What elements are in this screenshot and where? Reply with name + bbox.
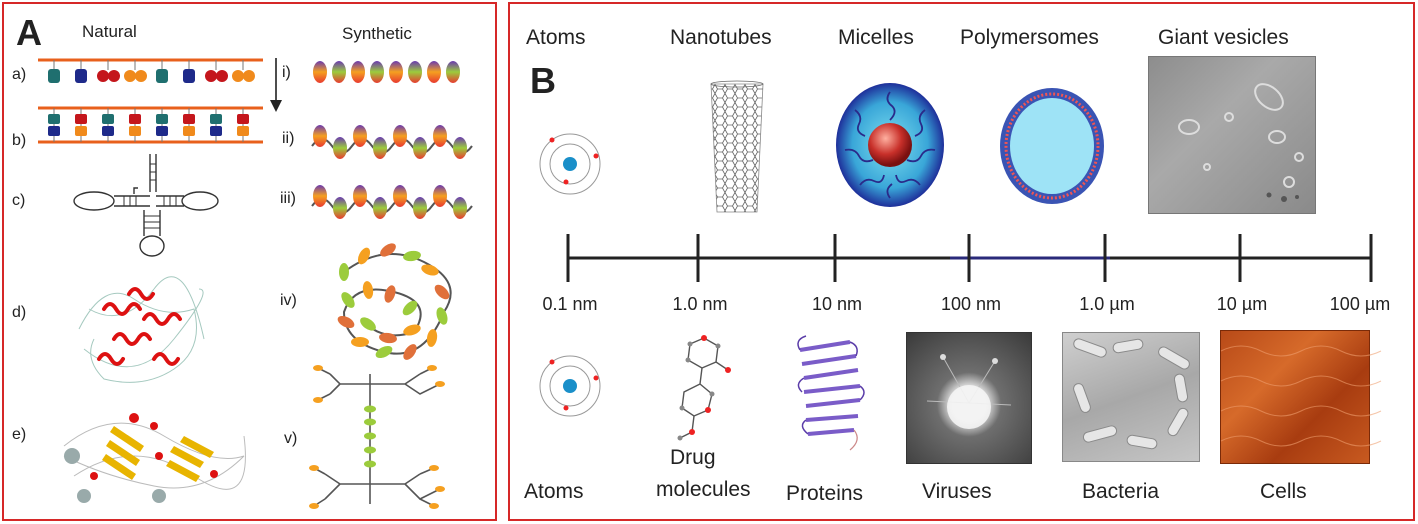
natural-strand-a [38,58,263,83]
scale-tick-100um: 100 µm [1329,294,1391,314]
natural-strand-b [38,106,263,144]
synthetic-row-label-i: i) [282,64,291,81]
top-label-micelles: Micelles [838,26,914,49]
scale-tick-10nm: 10 nm [811,294,863,314]
panel-b-label: B [530,60,556,101]
bottom-label-drug: Drug [670,446,716,469]
atom-icon-top [539,133,601,195]
nanotube-icon [710,80,764,213]
natural-row-label-a: a) [12,66,27,83]
synthetic-row-label-v: v) [284,430,298,447]
synthetic-row-label-iv: iv) [280,292,297,309]
bacteria-image [1062,332,1200,462]
bottom-label-viruses: Viruses [922,480,992,503]
scale-tick-0-1nm: 0.1 nm [542,294,598,314]
scale-tick-10um: 10 µm [1216,294,1268,314]
panel-a-label: A [16,12,42,53]
atom-icon-bottom [539,355,601,417]
virus-image [906,332,1032,464]
scale-tick-1nm: 1.0 nm [672,294,728,314]
top-label-polymersomes: Polymersomes [960,26,1099,49]
scale-tick-100nm: 100 nm [940,294,1002,314]
drug-molecule-icon [677,335,731,441]
scale-tick-1um: 1.0 µm [1079,294,1135,314]
micelle-icon [836,83,944,207]
natural-row-label-d: d) [12,304,27,321]
polymersome-icon [1000,88,1104,204]
panel-a: A Natural Synthetic a) b) c) d) e) i) ii… [2,2,497,521]
panel-b: Atoms Nanotubes Micelles Polymersomes Gi… [508,2,1415,521]
top-label-atoms: Atoms [526,26,586,49]
protein-structure-d [78,276,205,383]
top-label-giant-vesicles: Giant vesicles [1158,26,1289,49]
giant-vesicles-image [1148,56,1316,214]
natural-row-label-c: c) [12,192,26,209]
natural-header: Natural [82,22,137,41]
synthetic-header: Synthetic [342,24,412,43]
synthetic-beads-i [313,61,460,83]
cells-image [1220,330,1382,464]
bottom-label-atoms: Atoms [524,480,584,503]
top-label-nanotubes: Nanotubes [670,26,772,49]
synthetic-chain-ii [311,125,473,159]
synthetic-row-label-ii: ii) [282,130,295,147]
synthetic-row-label-iii: iii) [280,190,296,207]
trna-cloverleaf [73,154,219,257]
size-scale-axis [566,234,1373,282]
bottom-label-proteins: Proteins [786,482,864,505]
protein-complex-e [63,413,246,503]
protein-icon [797,335,865,451]
bottom-label-bacteria: Bacteria [1082,480,1160,503]
natural-row-label-e: e) [12,426,27,443]
natural-row-label-b: b) [12,132,27,149]
synthetic-coil-iv [337,243,452,360]
bottom-label-cells: Cells [1260,480,1307,503]
synthetic-dendrimer-v [309,365,445,509]
down-arrow-icon [270,58,282,112]
synthetic-chain-iii [311,185,473,219]
bottom-label-molecules: molecules [656,478,751,501]
